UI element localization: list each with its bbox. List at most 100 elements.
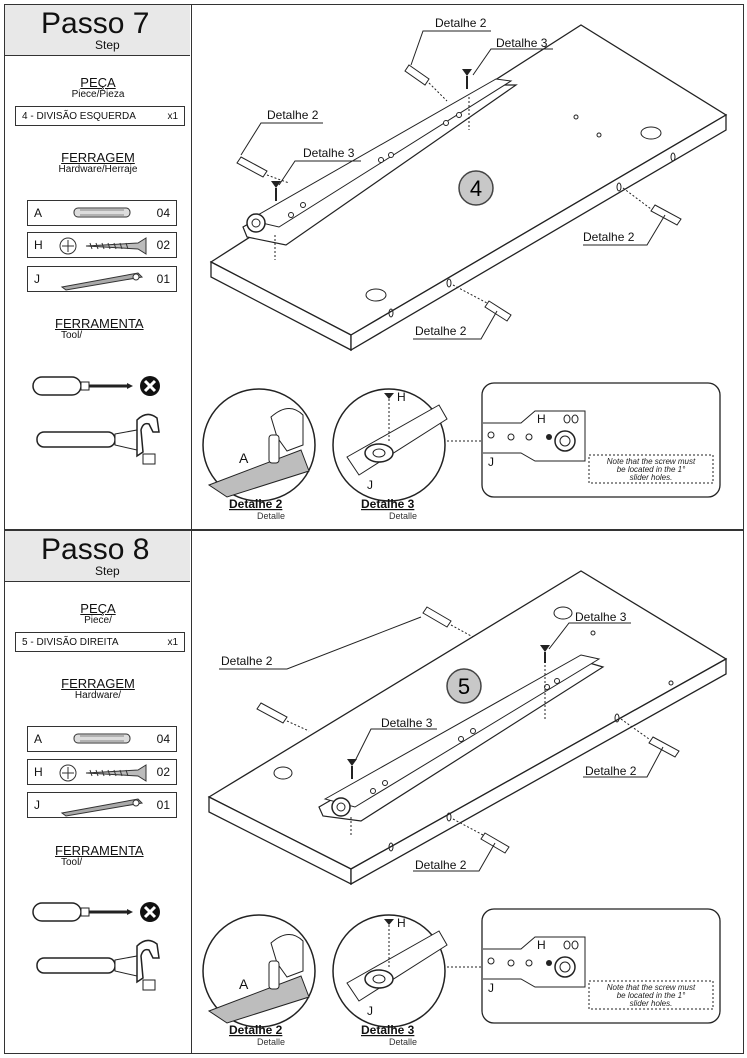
piece-title: PEÇA <box>80 601 116 616</box>
prohibited-icon <box>140 376 160 396</box>
step-8-subtitle: Step <box>95 564 120 578</box>
callout-detalhe-3: Detalhe 3 <box>496 36 548 50</box>
hardware-letter: J <box>34 798 40 812</box>
hardware-row-j: J 01 <box>27 266 177 292</box>
dowel-pin <box>236 64 682 322</box>
tools-illustration <box>32 902 160 991</box>
hardware-qty: 01 <box>156 272 170 286</box>
detail-zoom-box: H J Note that the screw must be located … <box>481 382 721 498</box>
hardware-subtitle: Hardware/ <box>74 690 122 701</box>
hardware-row-j: J 01 <box>27 792 177 818</box>
step-7-subtitle: Step <box>95 38 120 52</box>
tool-title: FERRAMENTA <box>55 843 144 858</box>
callout-detalhe-2: Detalhe 2 <box>415 858 467 872</box>
detail-3-title: Detalhe 3 <box>361 1023 415 1037</box>
hardware-qty: 04 <box>156 206 170 220</box>
step-7-sidebar: Passo 7 Step PEÇA Piece/Pieza 4 - DIVISÃ… <box>5 5 192 529</box>
prohibited-icon <box>140 902 160 922</box>
hardware-row-a: A 04 <box>27 726 177 752</box>
detail-2-subtitle: Detalle <box>257 1037 285 1047</box>
step-7-title: Passo 7 <box>41 7 150 40</box>
step-8-title: Passo 8 <box>41 533 150 566</box>
piece-name: 5 - DIVISÃO DIREITA <box>22 637 119 648</box>
detail-letter-j: J <box>367 478 373 492</box>
hardware-qty: 04 <box>156 732 170 746</box>
detail-letter-a: A <box>239 976 249 992</box>
hammer-icon <box>36 413 160 465</box>
hardware-qty: 02 <box>156 238 170 252</box>
callout-detalhe-3: Detalhe 3 <box>575 610 627 624</box>
dowel-icon <box>73 207 131 218</box>
step-8-sidebar: Passo 8 Step PEÇA Piece/ 5 - DIVISÃO DIR… <box>5 531 192 1053</box>
screw <box>347 645 550 779</box>
tool-title: FERRAMENTA <box>55 316 144 331</box>
part-number-badge: 4 <box>458 170 494 206</box>
note-line-2: be located in the 1° <box>617 991 686 1000</box>
part-number-badge: 5 <box>446 668 482 704</box>
hardware-row-h: H 02 <box>27 232 177 258</box>
callout-detalhe-2: Detalhe 2 <box>435 16 487 30</box>
tools-illustration <box>32 376 160 465</box>
hardware-title: FERRAGEM <box>61 676 135 691</box>
detail-3-subtitle: Detalle <box>389 1037 417 1047</box>
hammer-icon <box>36 939 160 991</box>
note-line-3: slider holes. <box>630 473 673 482</box>
detail-letter-h: H <box>537 412 546 426</box>
dowel-icon <box>73 733 131 744</box>
detail-letter-j: J <box>488 455 494 469</box>
detail-letter-h: H <box>537 938 546 952</box>
drawer-slide <box>318 654 605 837</box>
hardware-qty: 01 <box>156 798 170 812</box>
callout-detalhe-3: Detalhe 3 <box>303 146 355 160</box>
screw-icon <box>59 237 147 255</box>
detail-2-magnifier: A <box>202 914 316 1028</box>
detail-zoom-box: H J Note that the screw must be located … <box>481 908 721 1024</box>
part-number: 5 <box>458 674 470 699</box>
hardware-letter: H <box>34 238 43 252</box>
callout-detalhe-3: Detalhe 3 <box>381 716 433 730</box>
drawer-slide-icon <box>60 272 144 291</box>
callout-detalhe-2: Detalhe 2 <box>221 654 273 668</box>
note-line-1: Note that the screw must <box>607 457 696 466</box>
screw-icon <box>59 764 147 782</box>
tool-subtitle: Tool/ <box>61 857 83 868</box>
hardware-letter: H <box>34 765 43 779</box>
piece-box: 4 - DIVISÃO ESQUERDA x1 <box>15 106 185 126</box>
hardware-letter: A <box>34 206 43 220</box>
detail-letter-a: A <box>239 450 249 466</box>
piece-box: 5 - DIVISÃO DIREITA x1 <box>15 632 185 652</box>
step-7-assembly-drawing: 4 Detalhe 2 Detalhe 3 Detalhe 2 Detalhe … <box>202 16 728 521</box>
callout-detalhe-2: Detalhe 2 <box>415 324 467 338</box>
callout-detalhe-2: Detalhe 2 <box>585 764 637 778</box>
detail-2-title: Detalhe 2 <box>229 1023 283 1037</box>
piece-qty: x1 <box>167 111 178 122</box>
piece-qty: x1 <box>167 637 178 648</box>
part-number: 4 <box>470 176 482 201</box>
hardware-title: FERRAGEM <box>61 150 135 165</box>
hardware-letter: J <box>34 272 40 286</box>
step-7-title-box: Passo 7 Step <box>5 5 190 56</box>
detail-3-subtitle: Detalle <box>389 511 417 521</box>
screw <box>271 69 472 201</box>
detail-2-title: Detalhe 2 <box>229 497 283 511</box>
detail-3-magnifier: H J <box>332 914 448 1028</box>
detail-3-magnifier: H J <box>332 388 448 502</box>
hardware-row-h: H 02 <box>27 759 177 785</box>
screwdriver-icon <box>32 902 133 922</box>
hardware-qty: 02 <box>156 765 170 779</box>
piece-title: PEÇA <box>80 75 116 90</box>
callout-detalhe-2: Detalhe 2 <box>267 108 319 122</box>
detail-letter-h: H <box>397 916 406 930</box>
step-7-panel: Passo 7 Step PEÇA Piece/Pieza 4 - DIVISÃ… <box>4 4 744 530</box>
drawer-slide-icon <box>60 798 144 817</box>
detail-letter-h: H <box>397 390 406 404</box>
screwdriver-icon <box>32 376 133 396</box>
detail-2-magnifier: A <box>202 388 316 502</box>
detail-letter-j: J <box>488 981 494 995</box>
piece-subtitle: Piece/Pieza <box>71 89 125 100</box>
note-line-3: slider holes. <box>630 999 673 1008</box>
detail-letter-j: J <box>367 1004 373 1018</box>
note-line-1: Note that the screw must <box>607 983 696 992</box>
step-8-title-box: Passo 8 Step <box>5 531 190 582</box>
detail-3-title: Detalhe 3 <box>361 497 415 511</box>
